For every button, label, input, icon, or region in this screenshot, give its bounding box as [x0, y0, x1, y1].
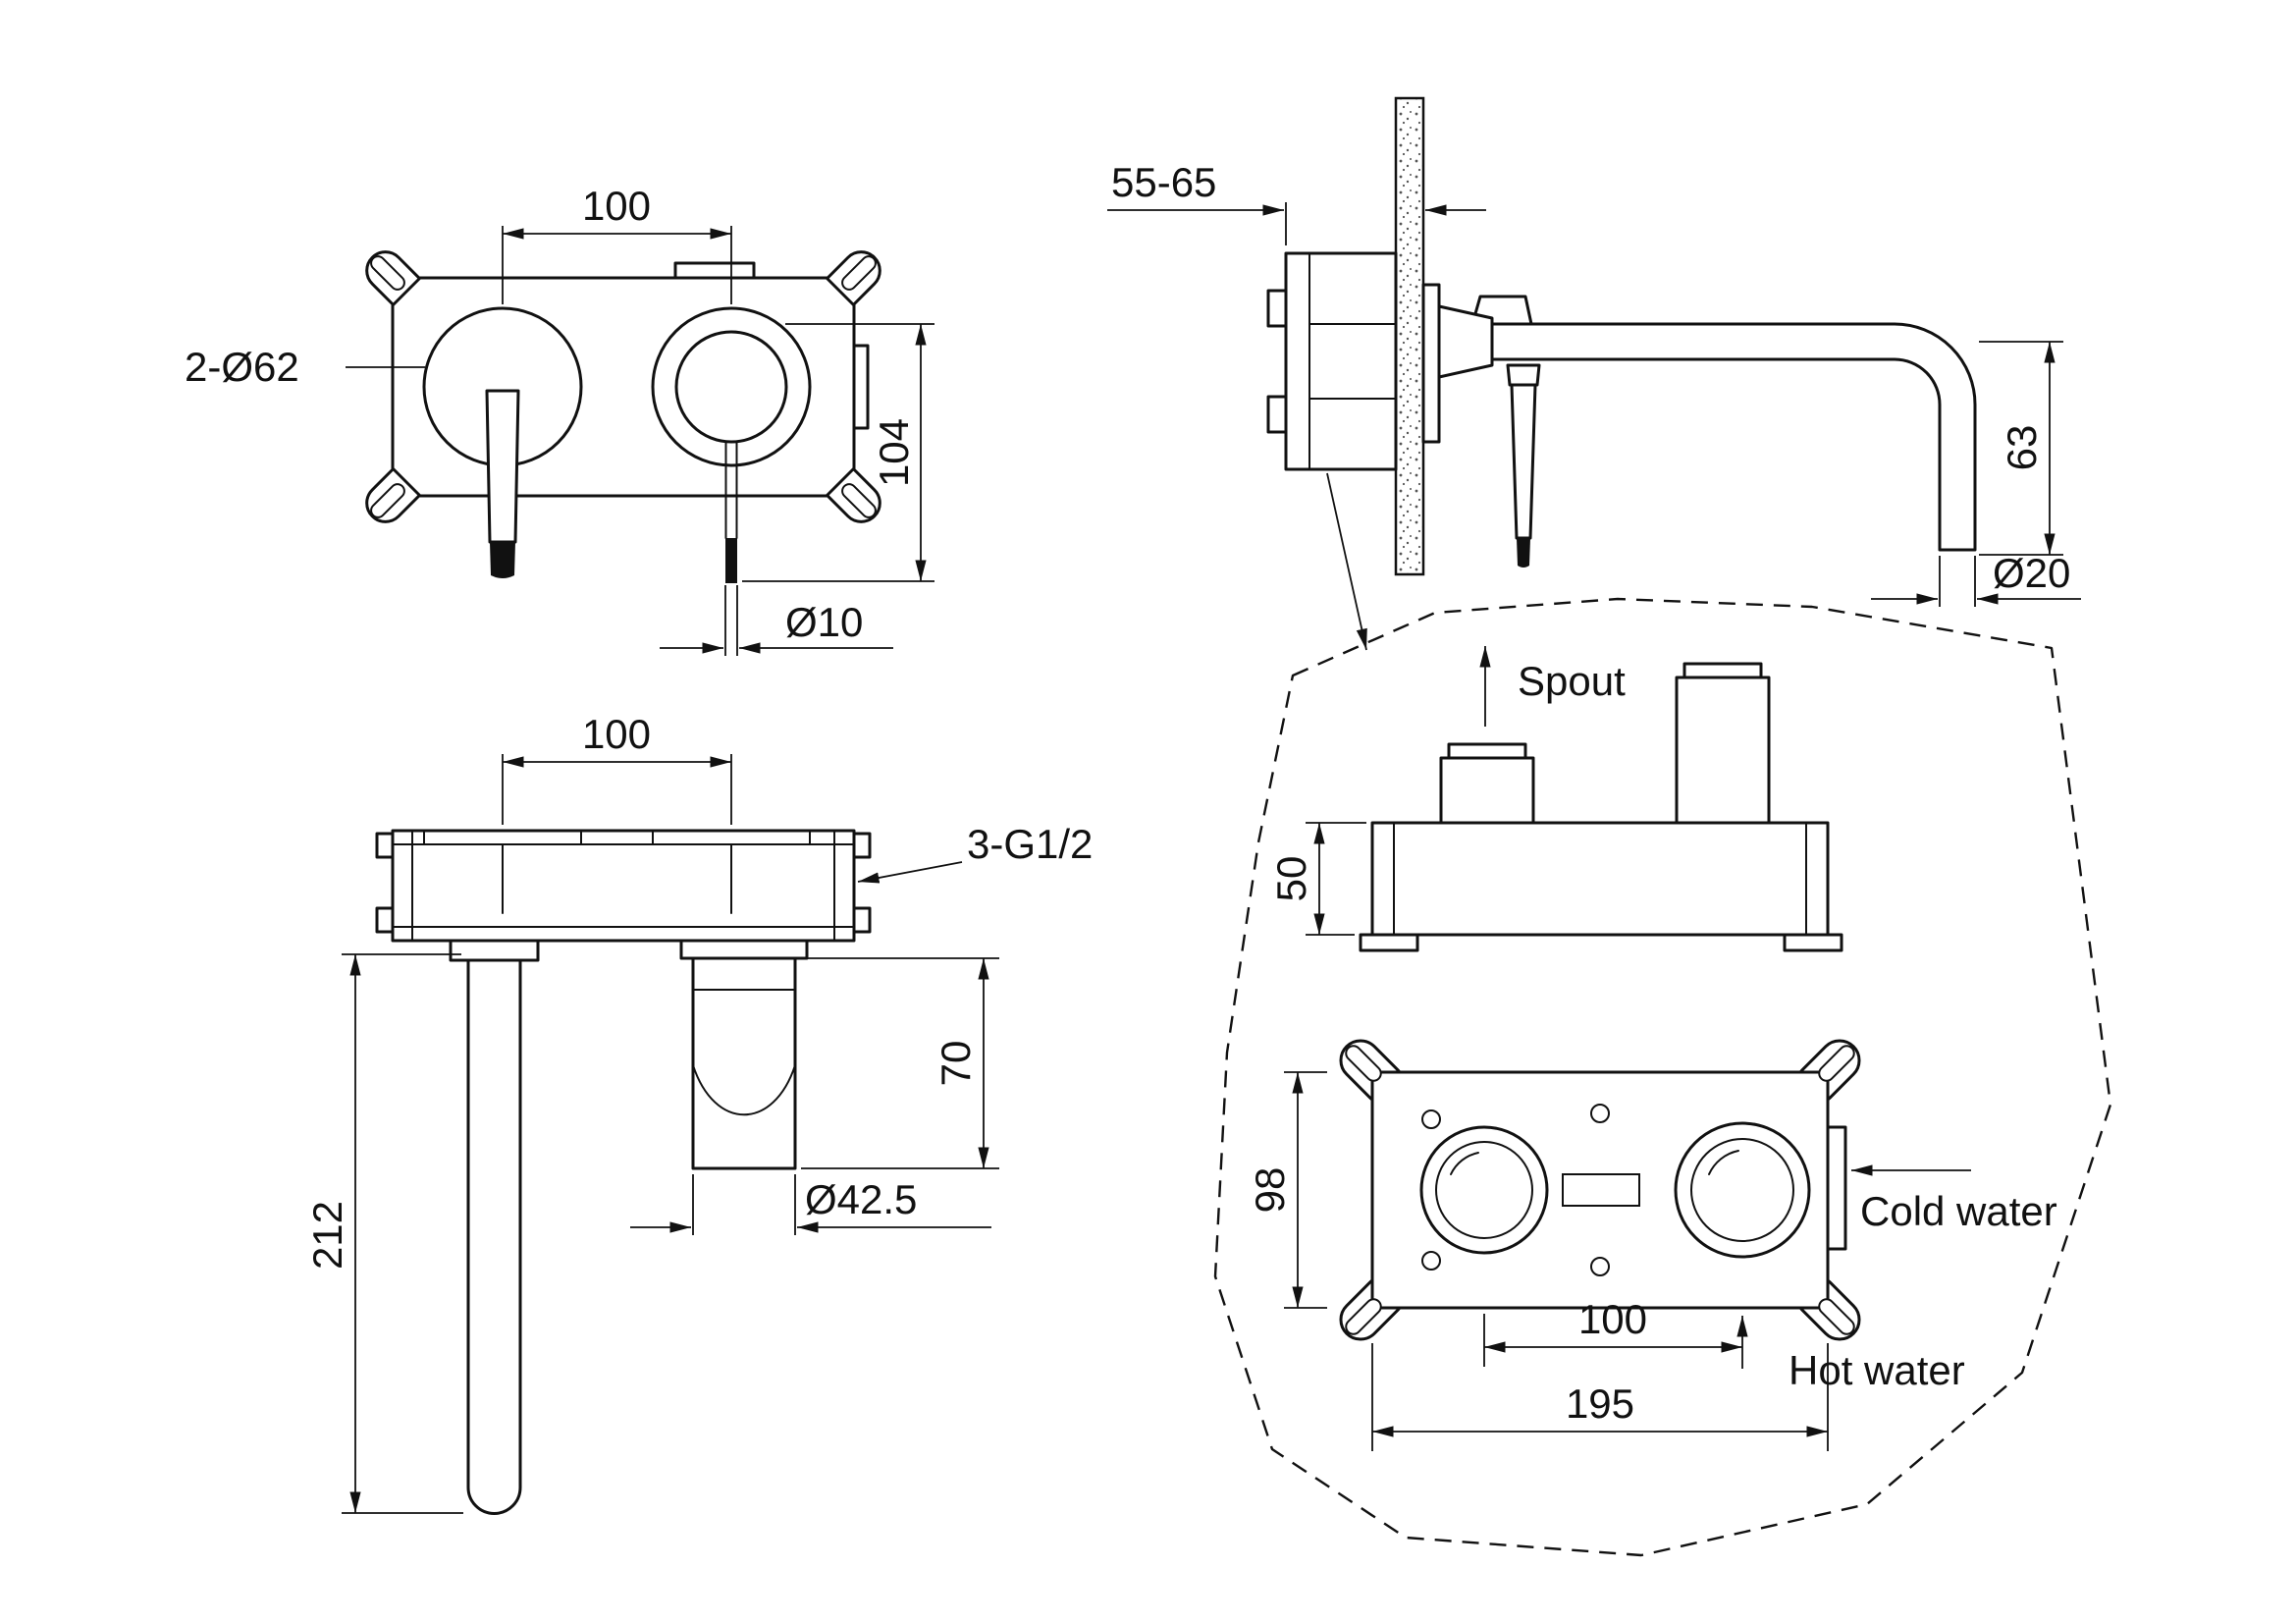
dim-mounting-holes: 2-Ø62	[185, 344, 425, 390]
dim-pin-diameter-label: Ø10	[785, 599, 863, 645]
installation-detail: Spout 50	[1213, 597, 2112, 1557]
dim-aerator-length-label: 70	[933, 1041, 979, 1087]
dim-spout-diameter-label: Ø20	[1993, 550, 2070, 596]
handle-lever-tip	[490, 542, 515, 578]
label-spout: Spout	[1518, 658, 1626, 704]
dim-wall-depth: 55-65	[1107, 159, 1486, 245]
plate-edge-detail	[375, 830, 872, 942]
dim-body-width-label: 195	[1566, 1380, 1634, 1427]
dim-thread-spec-label: 3-G1/2	[967, 821, 1093, 867]
side-view	[1266, 96, 1977, 576]
cold-inlet-stub	[1826, 1125, 1847, 1251]
handle-stick-tip	[1517, 538, 1530, 568]
valve-body-side	[1370, 821, 1830, 937]
dim-body-height-label: 98	[1247, 1167, 1293, 1214]
dim-thread-spec: 3-G1/2	[857, 821, 1093, 884]
spout-profile	[1490, 322, 1977, 552]
aerator-flange	[679, 939, 809, 960]
dim-aerator-diameter-label: Ø42.5	[805, 1176, 917, 1222]
dim-port-spacing: 100	[1483, 1296, 1742, 1367]
spout-ring	[674, 330, 788, 444]
dim-aerator-length: 70	[801, 957, 999, 1169]
handle-port	[1675, 676, 1771, 825]
dim-spout-length: 212	[304, 953, 463, 1514]
spout-escutcheon	[651, 306, 812, 467]
dim-overall-height-label: 104	[871, 418, 917, 487]
spout-hub	[1437, 304, 1494, 379]
dim-body-depth: 50	[1268, 822, 1366, 936]
spout-port	[1439, 756, 1535, 825]
plate-edge	[391, 829, 856, 943]
dim-port-spacing-label: 100	[1578, 1296, 1647, 1342]
handle-neck	[1506, 363, 1541, 387]
wall-escutcheon	[1421, 283, 1441, 444]
dim-overall-height: 104	[742, 323, 934, 582]
aerator-body	[691, 956, 797, 1170]
valve-mounting-slots	[1345, 1045, 1855, 1335]
valve-left-port	[1419, 1125, 1549, 1255]
top-view	[375, 829, 872, 1515]
label-plate	[1562, 1173, 1640, 1207]
dim-spout-diameter: Ø20	[1871, 550, 2081, 607]
detail-leader-arrow	[1326, 472, 1367, 651]
valve-front-view: 98 100 195 Cold water Hot water	[1247, 1039, 2057, 1451]
top-bracket	[673, 261, 756, 280]
dim-spout-length-label: 212	[304, 1201, 350, 1270]
spout-tube-plan	[466, 958, 522, 1515]
concealed-body	[1284, 251, 1398, 471]
dim-aerator-diameter: Ø42.5	[630, 1174, 991, 1235]
handle-stick	[1510, 383, 1537, 540]
cold-water-callout: Cold water	[1851, 1164, 2057, 1234]
front-view	[365, 250, 881, 583]
supply-port-top	[1266, 289, 1288, 328]
dim-spout-drop: 63	[1979, 341, 2063, 556]
dim-body-width: 195	[1371, 1343, 1829, 1451]
spout-flange	[449, 939, 540, 962]
dim-front-spacing: 100	[502, 183, 732, 304]
dim-spout-drop-label: 63	[1999, 425, 2045, 471]
detail-boundary	[1213, 597, 2112, 1557]
dim-body-depth-label: 50	[1268, 856, 1314, 902]
side-view-dimensions: 55-65 63 Ø20	[1107, 159, 2081, 651]
dim-top-spacing-label: 100	[582, 711, 651, 757]
dim-body-height: 98	[1247, 1071, 1327, 1309]
handle-lever	[485, 389, 520, 544]
valve-side-view: Spout 50	[1268, 646, 1843, 952]
label-cold-water: Cold water	[1860, 1188, 2057, 1234]
front-view-dimensions: 100 2-Ø62 104 Ø10	[185, 183, 934, 656]
dim-mounting-holes-label: 2-Ø62	[185, 344, 299, 390]
wall-section	[1394, 96, 1425, 576]
top-view-dimensions: 100 3-G1/2 70 Ø42.5 212	[304, 711, 1093, 1514]
dim-top-spacing: 100	[502, 711, 732, 825]
mounting-slots	[370, 255, 877, 518]
label-hot-water: Hot water	[1789, 1347, 1965, 1393]
aerator-dome	[692, 1064, 796, 1116]
supply-port-bottom	[1266, 395, 1288, 434]
dim-front-spacing-label: 100	[582, 183, 651, 229]
dim-wall-depth-label: 55-65	[1111, 159, 1216, 205]
side-stub	[852, 344, 870, 430]
screw-holes	[1421, 1104, 1610, 1276]
valve-right-port	[1674, 1121, 1811, 1259]
hot-water-callout: Hot water	[1736, 1316, 1965, 1393]
temperature-pin	[724, 441, 738, 583]
dim-pin-diameter: Ø10	[660, 585, 893, 656]
